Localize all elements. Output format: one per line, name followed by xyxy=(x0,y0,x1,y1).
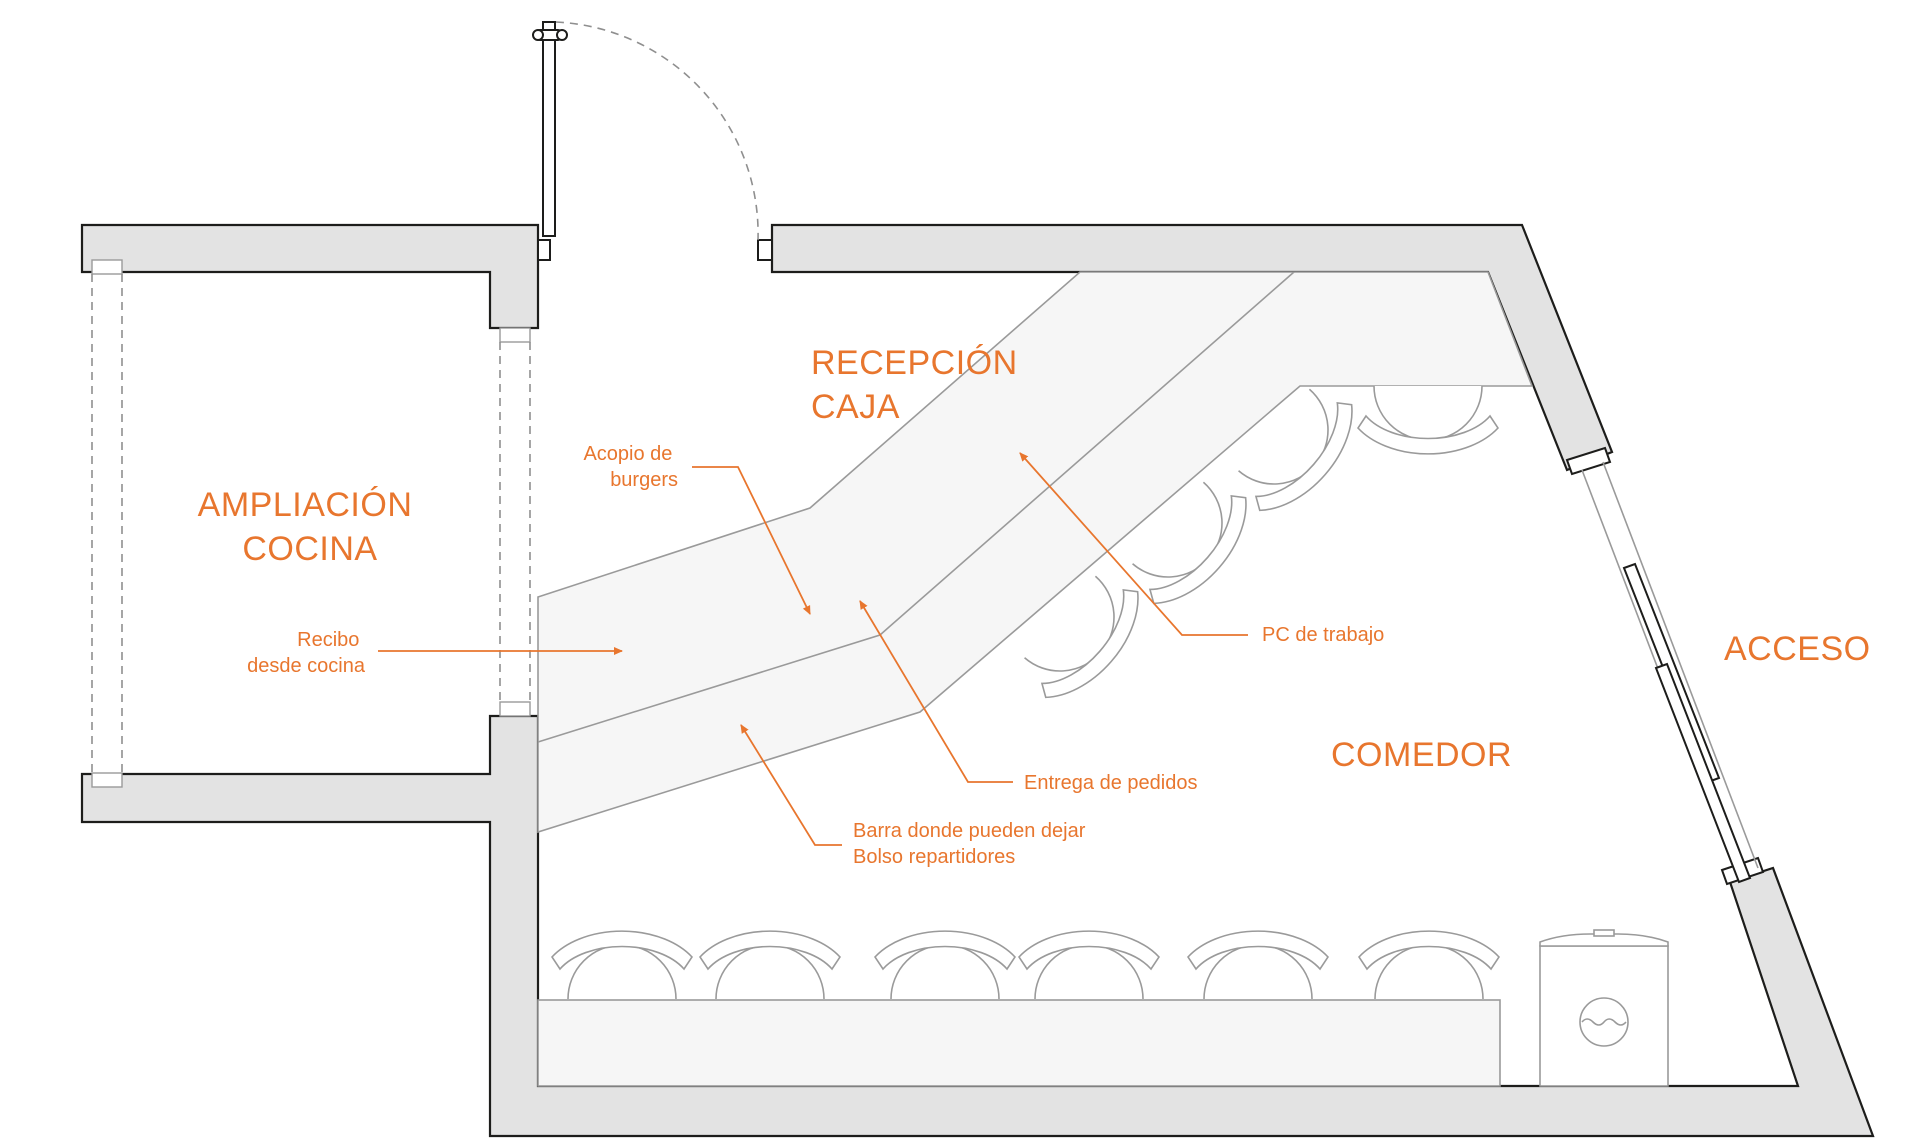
chair-icon xyxy=(1357,930,1501,1000)
arrow-icon xyxy=(1019,452,1248,636)
note-recibo: Recibo desde cocina xyxy=(247,629,366,677)
windows xyxy=(91,259,531,788)
chair-icon xyxy=(873,930,1017,1000)
wall-top-left xyxy=(80,223,540,330)
chair-icon xyxy=(1024,575,1139,699)
counters xyxy=(537,271,1534,1087)
chair-icon xyxy=(1132,481,1247,605)
reception-counter xyxy=(537,271,1534,834)
entrance-sliding-leaf-2 xyxy=(1654,662,1752,884)
washing-machine-icon xyxy=(1539,929,1669,1087)
chair-icon xyxy=(1186,930,1330,1000)
door-swing-arc xyxy=(555,21,759,241)
opening-jamb-top xyxy=(499,327,531,343)
room-label-acceso: ACCESO xyxy=(1724,630,1871,668)
appliance-top xyxy=(1539,933,1669,947)
note-pc: PC de trabajo xyxy=(1262,624,1384,646)
chair-icon xyxy=(550,930,694,1000)
door-knob-b xyxy=(556,29,568,41)
appliance-knob xyxy=(1593,929,1615,937)
note-acopio: Acopio de burgers xyxy=(583,443,678,491)
note-barra: Barra donde pueden dejar Bolso repartido… xyxy=(853,820,1091,868)
wall-top-right xyxy=(770,223,1614,472)
arrow-icon xyxy=(692,466,811,615)
room-label-comedor: COMEDOR xyxy=(1331,736,1512,774)
chair-icon xyxy=(1356,385,1500,455)
bench-chairs xyxy=(550,930,1501,1000)
arrow-icon xyxy=(859,600,1013,783)
appliance-wave xyxy=(1581,1018,1627,1026)
door-leaf xyxy=(542,21,556,237)
annotation-arrows xyxy=(378,452,1248,846)
arrow-icon xyxy=(740,724,842,846)
counter-chairs xyxy=(1024,385,1500,699)
door-hinge-left xyxy=(537,239,551,261)
room-label-ampliacion: AMPLIACIÓN COCINA xyxy=(198,486,423,568)
door-icon xyxy=(532,21,773,261)
chair-icon xyxy=(1238,388,1353,512)
entrance-jamb-top xyxy=(1565,446,1612,476)
window-left-jamb-top xyxy=(91,259,123,275)
entrance-glazing xyxy=(1565,446,1765,886)
door-knob-a xyxy=(532,29,544,41)
opening-jamb-bottom xyxy=(499,701,531,717)
note-entrega: Entrega de pedidos xyxy=(1024,772,1197,794)
room-label-recepcion: RECEPCIÓN CAJA xyxy=(811,344,1028,426)
entrance-line-b xyxy=(1602,461,1759,869)
window-left-jamb-bottom xyxy=(91,772,123,788)
bench-counter xyxy=(537,999,1501,1087)
chair-icon xyxy=(698,930,842,1000)
chair-icon xyxy=(1017,930,1161,1000)
door-stop-right xyxy=(757,239,773,261)
